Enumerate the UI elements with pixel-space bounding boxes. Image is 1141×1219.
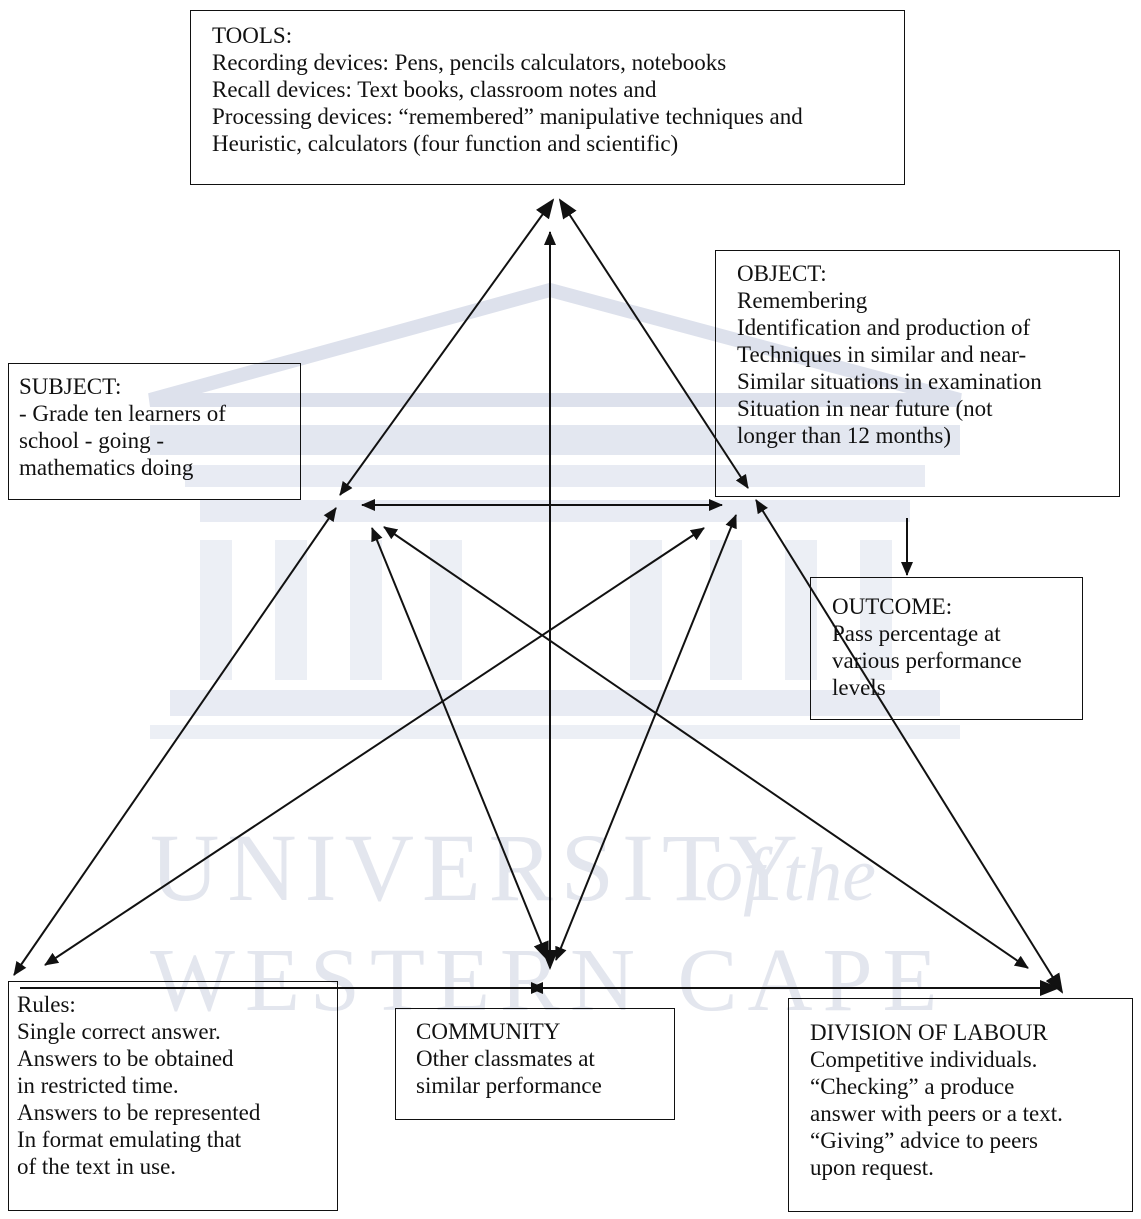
outcome-heading: OUTCOME: <box>832 594 953 619</box>
rules-text-line: In format emulating that <box>17 1127 242 1152</box>
arrow-object-community <box>555 514 737 961</box>
outcome-text-line: various performance <box>832 648 1022 673</box>
outcome-text-line: levels <box>832 675 886 700</box>
tools-heading: TOOLS: <box>212 23 293 48</box>
division-of-labour-box: DIVISION OF LABOUR Competitive individua… <box>788 998 1133 1212</box>
arrow-subject-rules <box>13 507 337 976</box>
subject-text-line: - Grade ten learners of <box>19 401 226 426</box>
division-heading: DIVISION OF LABOUR <box>810 1020 1048 1045</box>
object-text-line: Similar situations in examination <box>737 369 1042 394</box>
arrow-tools-object <box>558 198 749 489</box>
rules-heading: Rules: <box>17 992 76 1017</box>
subject-box: SUBJECT: - Grade ten learners of school … <box>8 363 301 500</box>
community-text-line: Other classmates at <box>416 1046 595 1071</box>
object-box: OBJECT: Remembering Identification and p… <box>715 250 1120 497</box>
object-text-line: Techniques in similar and near- <box>737 342 1027 367</box>
division-text-line: upon request. <box>810 1155 934 1180</box>
rules-text-line: Answers to be represented <box>17 1100 261 1125</box>
subject-heading: SUBJECT: <box>19 374 122 399</box>
tools-heuristic: Heuristic, calculators (four function an… <box>212 131 679 156</box>
subject-text-line: mathematics doing <box>19 455 194 480</box>
arrow-object-division <box>755 499 1064 994</box>
division-text-line: “Giving” advice to peers <box>810 1128 1038 1153</box>
division-text-line: Competitive individuals. <box>810 1047 1038 1072</box>
object-text-line: longer than 12 months) <box>737 423 951 448</box>
community-box: COMMUNITY Other classmates at similar pe… <box>395 1008 675 1120</box>
division-text-line: “Checking” a produce <box>810 1074 1015 1099</box>
rules-text-line: Single correct answer. <box>17 1019 221 1044</box>
arrow-subject-community <box>371 527 549 962</box>
rules-text-line: Answers to be obtained <box>17 1046 234 1071</box>
arrow-object-rules <box>44 527 705 966</box>
community-text-line: similar performance <box>416 1073 602 1098</box>
outcome-box: OUTCOME: Pass percentage at various perf… <box>810 577 1083 720</box>
community-heading: COMMUNITY <box>416 1019 561 1044</box>
outcome-text-line: Pass percentage at <box>832 621 1001 646</box>
subject-text-line: school - going - <box>19 428 165 453</box>
tools-recall-devices: Recall devices: Text books, classroom no… <box>212 77 657 102</box>
object-text-line: Identification and production of <box>737 315 1031 340</box>
object-text-line: Situation in near future (not <box>737 396 993 421</box>
tools-box: TOOLS: Recording devices: Pens, pencils … <box>190 10 905 185</box>
rules-box: Rules: Single correct answer. Answers to… <box>8 981 338 1211</box>
rules-text-line: of the text in use. <box>17 1154 177 1179</box>
division-text-line: answer with peers or a text. <box>810 1101 1063 1126</box>
arrow-tools-subject <box>339 198 555 496</box>
rules-text-line: in restricted time. <box>17 1073 179 1098</box>
tools-processing-devices: Processing devices: “remembered” manipul… <box>212 104 803 129</box>
object-text-line: Remembering <box>737 288 868 313</box>
object-heading: OBJECT: <box>737 261 827 286</box>
tools-recording-devices: Recording devices: Pens, pencils calcula… <box>212 50 727 75</box>
